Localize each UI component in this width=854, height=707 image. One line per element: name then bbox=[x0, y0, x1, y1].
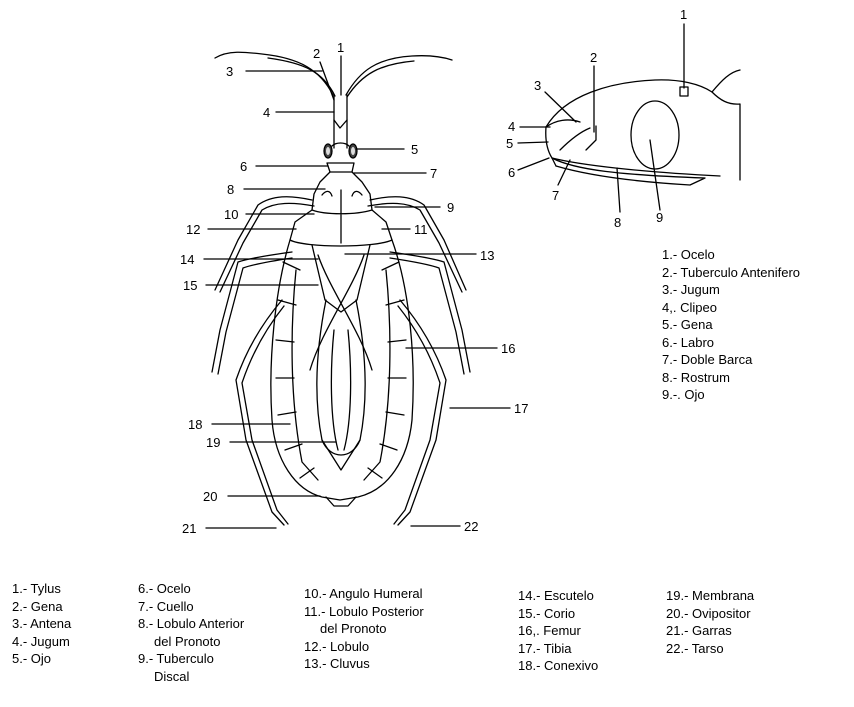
head-callout: 3 bbox=[534, 78, 541, 93]
body-callout: 1 bbox=[337, 40, 344, 55]
body-legend-item: 2.- Gena bbox=[12, 598, 71, 616]
head-legend-item: 1.- Ocelo bbox=[662, 246, 800, 264]
body-callout: 2 bbox=[313, 46, 320, 61]
body-callout: 16 bbox=[501, 341, 515, 356]
head-legend-item: 9.-. Ojo bbox=[662, 386, 800, 404]
body-callout: 12 bbox=[186, 222, 200, 237]
body-legend-item: 11.- Lobulo Posterior bbox=[304, 603, 424, 621]
insect-head-lateral-illustration bbox=[546, 70, 740, 185]
body-legend-item: 1.- Tylus bbox=[12, 580, 71, 598]
head-callout: 6 bbox=[508, 165, 515, 180]
body-callout: 11 bbox=[414, 222, 428, 237]
body-legend-item: 17.- Tibia bbox=[518, 640, 598, 658]
body-callout: 22 bbox=[464, 519, 478, 534]
head-callout-numbers: 1 2 3 4 5 6 7 8 9 bbox=[506, 7, 687, 230]
body-legend-item: 3.- Antena bbox=[12, 615, 71, 633]
body-legend-item: 5.- Ojo bbox=[12, 650, 71, 668]
body-legend-item: 9.- Tuberculo bbox=[138, 650, 244, 668]
body-callout: 18 bbox=[188, 417, 202, 432]
body-callout: 5 bbox=[411, 142, 418, 157]
body-legend-item: 19.- Membrana bbox=[666, 587, 754, 605]
head-callout: 1 bbox=[680, 7, 687, 22]
body-legend-item: 6.- Ocelo bbox=[138, 580, 244, 598]
body-callout: 9 bbox=[447, 200, 454, 215]
head-callout: 4 bbox=[508, 119, 515, 134]
body-callout: 17 bbox=[514, 401, 528, 416]
head-callout: 2 bbox=[590, 50, 597, 65]
body-legend-item: 13.- Cluvus bbox=[304, 655, 424, 673]
body-legend-item: 15.- Corio bbox=[518, 605, 598, 623]
head-legend-item: 7.- Doble Barca bbox=[662, 351, 800, 369]
body-callout: 4 bbox=[263, 105, 270, 120]
head-legend-item: 5.- Gena bbox=[662, 316, 800, 334]
body-callout-numbers: 1 2 3 4 5 6 7 8 9 10 11 12 13 14 15 16 1… bbox=[180, 40, 528, 536]
head-callout: 5 bbox=[506, 136, 513, 151]
body-legend-item: del Pronoto bbox=[304, 620, 424, 638]
body-legend-item: 10.- Angulo Humeral bbox=[304, 585, 424, 603]
body-callout: 10 bbox=[224, 207, 238, 222]
head-legend-item: 6.- Labro bbox=[662, 334, 800, 352]
body-callout: 7 bbox=[430, 166, 437, 181]
body-legend-item: del Pronoto bbox=[138, 633, 244, 651]
head-legend-item: 3.- Jugum bbox=[662, 281, 800, 299]
body-legend-column-3: 10.- Angulo Humeral 11.- Lobulo Posterio… bbox=[304, 585, 424, 673]
body-callout: 3 bbox=[226, 64, 233, 79]
body-legend-column-2: 6.- Ocelo 7.- Cuello 8.- Lobulo Anterior… bbox=[138, 580, 244, 685]
body-callout: 20 bbox=[203, 489, 217, 504]
head-legend-item: 8.- Rostrum bbox=[662, 369, 800, 387]
body-legend-item: 8.- Lobulo Anterior bbox=[138, 615, 244, 633]
body-legend-item: Discal bbox=[138, 668, 244, 686]
body-leader-lines bbox=[204, 56, 510, 528]
body-legend-item: 21.- Garras bbox=[666, 622, 754, 640]
body-callout: 6 bbox=[240, 159, 247, 174]
head-callout: 8 bbox=[614, 215, 621, 230]
head-legend: 1.- Ocelo 2.- Tuberculo Antenifero 3.- J… bbox=[662, 246, 800, 404]
body-legend-column-5: 19.- Membrana 20.- Ovipositor 21.- Garra… bbox=[666, 587, 754, 657]
body-callout: 15 bbox=[183, 278, 197, 293]
body-callout: 21 bbox=[182, 521, 196, 536]
body-legend-item: 16,. Femur bbox=[518, 622, 598, 640]
body-legend-item: 20.- Ovipositor bbox=[666, 605, 754, 623]
body-legend-item: 12.- Lobulo bbox=[304, 638, 424, 656]
body-legend-item: 22.- Tarso bbox=[666, 640, 754, 658]
body-legend-column-1: 1.- Tylus 2.- Gena 3.- Antena 4.- Jugum … bbox=[12, 580, 71, 668]
body-callout: 14 bbox=[180, 252, 194, 267]
body-legend-item: 14.- Escutelo bbox=[518, 587, 598, 605]
body-callout: 8 bbox=[227, 182, 234, 197]
body-legend-item: 18.- Conexivo bbox=[518, 657, 598, 675]
head-legend-item: 2.- Tuberculo Antenifero bbox=[662, 264, 800, 282]
body-legend-item: 7.- Cuello bbox=[138, 598, 244, 616]
body-legend-column-4: 14.- Escutelo 15.- Corio 16,. Femur 17.-… bbox=[518, 587, 598, 675]
head-callout: 7 bbox=[552, 188, 559, 203]
body-callout: 13 bbox=[480, 248, 494, 263]
body-legend-item: 4.- Jugum bbox=[12, 633, 71, 651]
body-callout: 19 bbox=[206, 435, 220, 450]
head-legend-item: 4,. Clipeo bbox=[662, 299, 800, 317]
head-callout: 9 bbox=[656, 210, 663, 225]
head-leader-lines bbox=[518, 24, 684, 212]
insect-body-illustration bbox=[212, 52, 470, 525]
